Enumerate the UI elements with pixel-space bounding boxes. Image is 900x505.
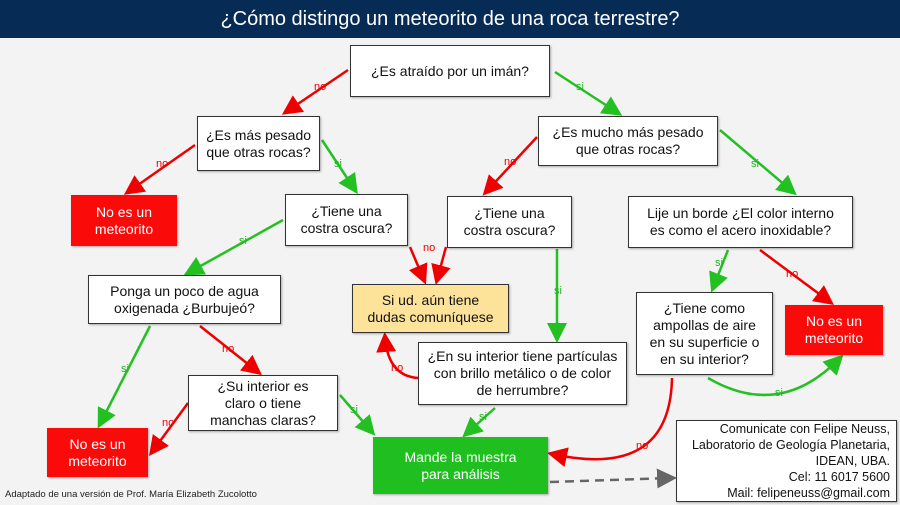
arrow-si bbox=[183, 218, 284, 276]
label-no: no bbox=[162, 417, 175, 429]
label-no: no bbox=[636, 440, 649, 452]
node-sand-edge-question: Lije un borde ¿El color interno es como … bbox=[628, 196, 853, 248]
node-not-meteorite: No es un meteorito bbox=[71, 195, 177, 246]
arrow-no bbox=[431, 246, 451, 285]
page-title: ¿Cómo distingo un meteorito de una roca … bbox=[0, 0, 900, 38]
arrow-si bbox=[462, 407, 496, 438]
arrow-si bbox=[554, 70, 623, 116]
arrow-no bbox=[482, 136, 538, 196]
arrow-no bbox=[547, 377, 674, 467]
node-crust-question: ¿Tiene una costra oscura? bbox=[285, 194, 408, 246]
arrow-no bbox=[281, 68, 349, 115]
node-particles-question: ¿En su interior tiene partículas con bri… bbox=[418, 342, 627, 405]
label-si: si bbox=[715, 257, 723, 269]
node-contact-if-doubt: Si ud. aún tiene dudas comuníquese bbox=[352, 284, 509, 333]
label-no: no bbox=[391, 362, 404, 374]
node-bubbles-question: ¿Tiene como ampollas de aire en su super… bbox=[636, 292, 773, 375]
node-crust-question: ¿Tiene una costra oscura? bbox=[447, 196, 572, 248]
arrow-si bbox=[709, 249, 730, 293]
arrow-si bbox=[707, 354, 844, 397]
arrow-no bbox=[199, 325, 262, 376]
node-much-heavier-question: ¿Es mucho más pesado que otras rocas? bbox=[538, 116, 718, 166]
label-si: si bbox=[334, 158, 342, 170]
label-si: si bbox=[775, 387, 783, 399]
label-si: si bbox=[479, 411, 487, 423]
label-si: si bbox=[554, 285, 562, 297]
label-no: no bbox=[786, 268, 799, 280]
node-magnet-question: ¿Es atraído por un imán? bbox=[350, 45, 550, 97]
arrow-si bbox=[719, 129, 797, 196]
arrow-no bbox=[123, 143, 196, 195]
arrow-no bbox=[149, 402, 190, 457]
label-no: no bbox=[314, 81, 327, 93]
node-peroxide-question: Ponga un poco de agua oxigenada ¿Burbuje… bbox=[88, 275, 281, 324]
label-si: si bbox=[350, 404, 358, 416]
contact-info: Comunicate con Felipe Neuss, Laboratorio… bbox=[676, 420, 897, 502]
node-light-interior-question: ¿Su interior es claro o tiene manchas cl… bbox=[188, 375, 338, 431]
arrow-dashed bbox=[549, 468, 677, 489]
arrow-no bbox=[376, 332, 419, 380]
label-si: si bbox=[239, 235, 247, 247]
label-no: no bbox=[504, 156, 517, 168]
node-heavier-question: ¿Es más pesado que otras rocas? bbox=[197, 116, 320, 171]
node-send-sample: Mande la muestra para análisis bbox=[373, 437, 548, 494]
label-si: si bbox=[751, 158, 759, 170]
label-no: no bbox=[222, 343, 235, 355]
attribution: Adaptado de una versión de Prof. María E… bbox=[5, 489, 257, 500]
label-no: no bbox=[423, 242, 436, 254]
arrow-si bbox=[320, 139, 358, 195]
label-no: no bbox=[156, 158, 169, 170]
arrow-no bbox=[408, 246, 428, 285]
label-si: si bbox=[576, 81, 584, 93]
arrow-si bbox=[97, 325, 152, 429]
arrow-si bbox=[339, 394, 376, 436]
arrow-no bbox=[759, 248, 835, 305]
label-si: si bbox=[121, 363, 129, 375]
node-not-meteorite: No es un meteorito bbox=[785, 305, 883, 355]
node-not-meteorite: No es un meteorito bbox=[47, 428, 148, 477]
